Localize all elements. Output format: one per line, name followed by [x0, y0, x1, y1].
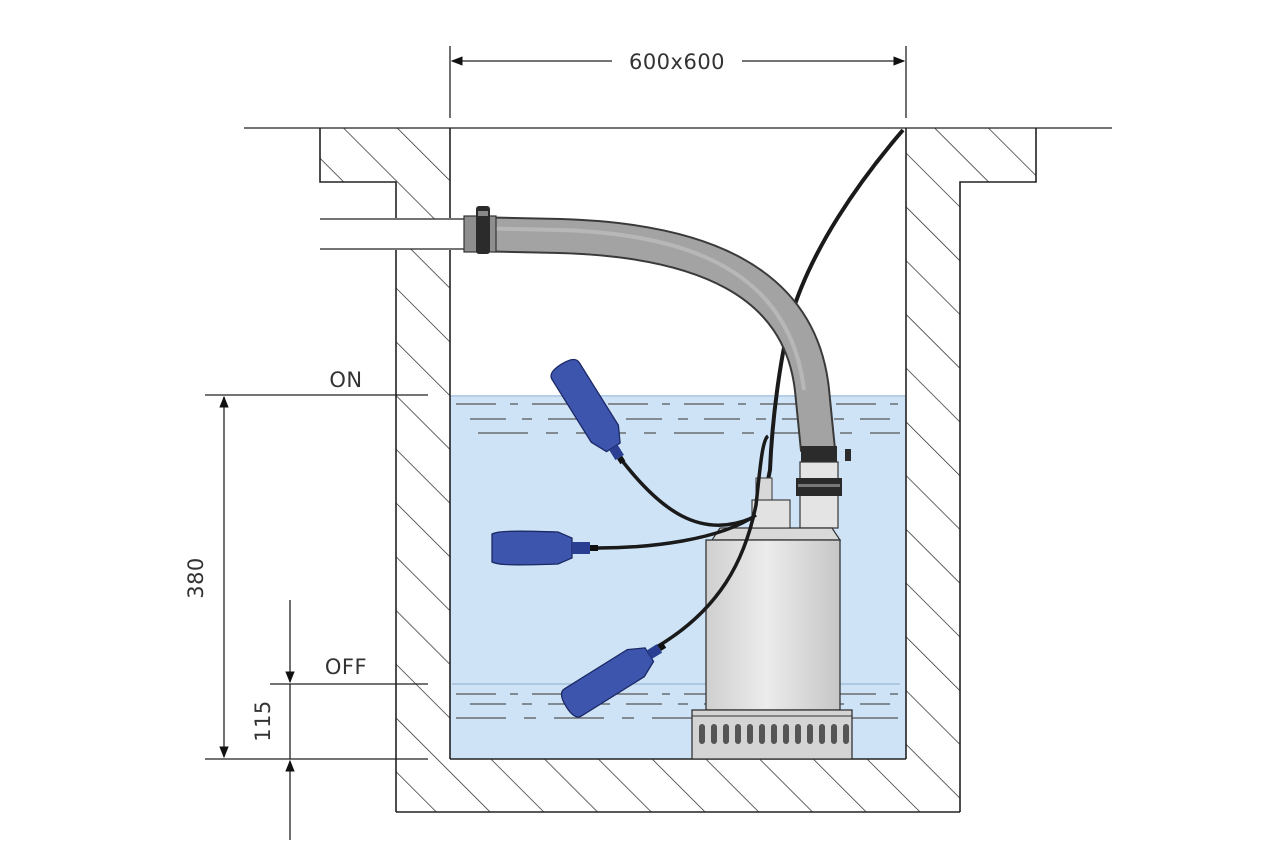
float-switch-icon — [560, 647, 655, 718]
float-cables — [597, 434, 770, 650]
off-height-dimension: 115 — [251, 600, 295, 840]
discharge-hose — [463, 206, 851, 464]
float-switch-icon — [550, 358, 621, 453]
float-switch-lower — [560, 642, 667, 718]
width-dimension-label: 600x600 — [629, 50, 725, 74]
on-level-marker: ON — [205, 368, 428, 396]
outlet-pipe — [320, 218, 470, 250]
submersible-pump — [691, 461, 853, 760]
on-level-label: ON — [329, 368, 362, 392]
sump-wall-right — [905, 128, 1037, 812]
off-level-label: OFF — [325, 655, 367, 679]
width-dimension: 600x600 — [449, 46, 907, 118]
on-height-label: 380 — [184, 557, 208, 599]
off-height-label: 115 — [251, 700, 275, 742]
float-switch-middle — [491, 530, 598, 566]
on-height-dimension: 380 — [184, 395, 229, 759]
sump-floor — [396, 758, 960, 813]
float-switch-upper — [550, 358, 626, 465]
off-level-marker: OFF — [270, 655, 428, 685]
float-switch-icon — [491, 530, 573, 566]
